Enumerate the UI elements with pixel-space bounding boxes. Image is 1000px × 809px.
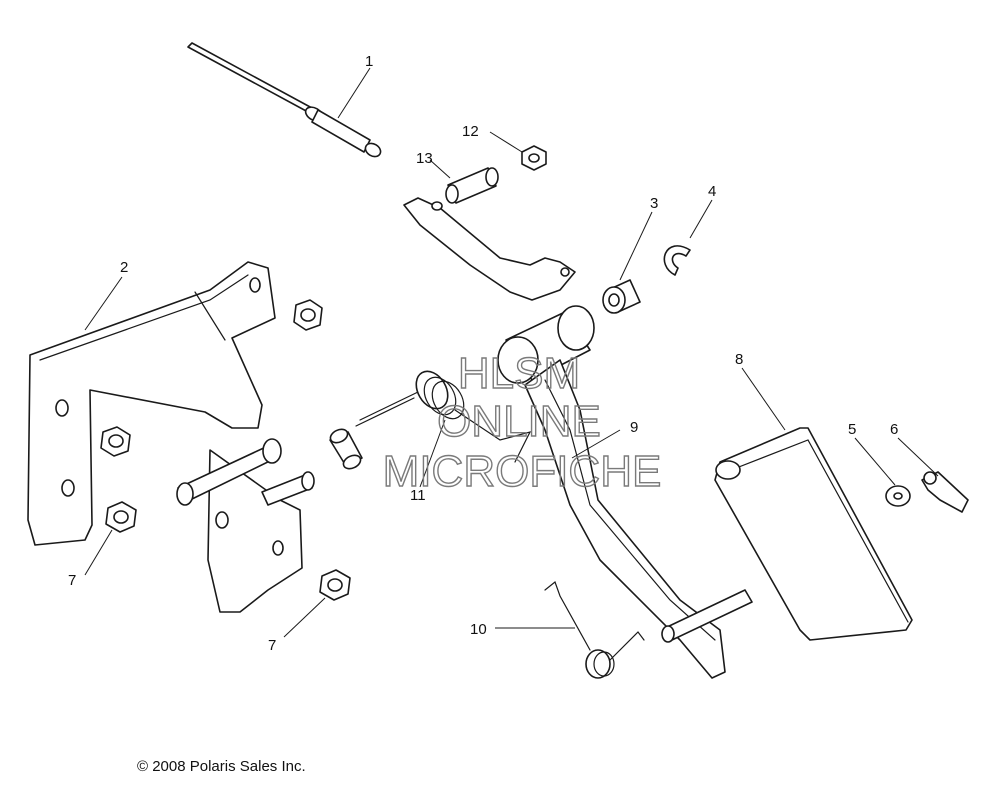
- callout-1: 1: [365, 53, 373, 70]
- watermark-line-3: MICROFICHE: [383, 447, 662, 496]
- cotter-pin-part: [921, 471, 969, 513]
- mounting-bracket-part: [27, 261, 315, 613]
- brake-pedal-lever-part: [403, 197, 726, 679]
- callout-9: 9: [630, 419, 638, 436]
- flange-nut-part: [100, 299, 351, 601]
- copyright-text: © 2008 Polaris Sales Inc.: [137, 758, 306, 775]
- return-spring-part: [544, 581, 645, 679]
- callout-2: 2: [120, 259, 128, 276]
- pivot-bushing-part: [602, 279, 641, 314]
- watermark-line-2: ONLINE: [437, 397, 601, 446]
- watermark-line-1: HLSM: [458, 349, 580, 398]
- callout-12: 12: [462, 123, 479, 140]
- watermark: HLSM ONLINE MICROFICHE: [382, 348, 662, 496]
- clevis-pin-part: [445, 167, 499, 204]
- callout-3: 3: [650, 195, 658, 212]
- callout-11: 11: [410, 487, 426, 504]
- callout-6: 6: [890, 421, 898, 438]
- bushing-part: [329, 428, 363, 470]
- callout-13: 13: [416, 150, 433, 167]
- callout-4: 4: [708, 183, 716, 200]
- pedal-pad-part: [661, 427, 913, 643]
- callout-7-left: 7: [68, 572, 76, 589]
- torsion-spring-part: [355, 370, 532, 463]
- washer-part: [885, 485, 911, 507]
- cable-part: [187, 42, 382, 158]
- callout-numbers: 1 2 3 4 5 6 7 7 8 9 10 11 12 13: [68, 53, 898, 654]
- callout-10: 10: [470, 621, 487, 638]
- callout-7-bottom: 7: [268, 637, 276, 654]
- callout-8: 8: [735, 351, 743, 368]
- callout-5: 5: [848, 421, 856, 438]
- callout-leaders: [84, 67, 939, 638]
- lock-nut-part: [521, 145, 547, 171]
- e-clip-part: [663, 245, 691, 276]
